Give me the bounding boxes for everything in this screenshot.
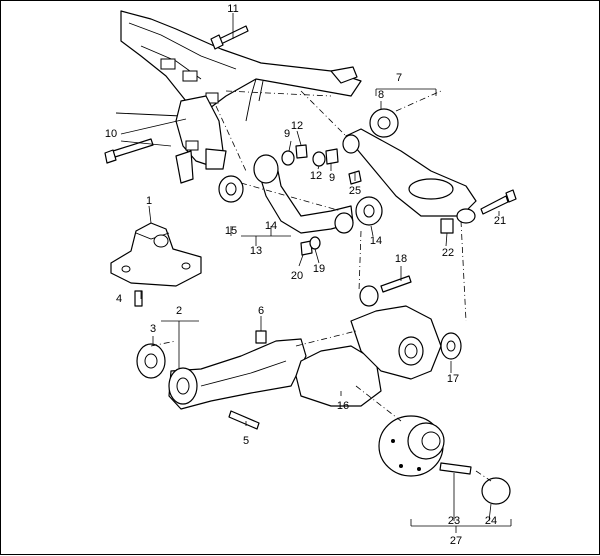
assembly-lines: [150, 90, 492, 482]
label-7: 7: [395, 72, 403, 84]
trailing-arm: [136, 338, 307, 410]
label-9a: 9: [283, 128, 291, 140]
label-2: 2: [175, 305, 183, 317]
bolt-5: [228, 410, 260, 430]
label-3: 3: [149, 323, 157, 335]
label-4: 4: [115, 293, 123, 305]
label-14b: 14: [369, 235, 383, 247]
label-16: 16: [336, 400, 350, 412]
bolt-4: [134, 290, 143, 307]
label-21: 21: [493, 215, 507, 227]
bolt-18: [380, 275, 412, 293]
label-13: 13: [249, 245, 263, 257]
label-10: 10: [104, 128, 118, 140]
label-24: 24: [484, 515, 498, 527]
label-1: 1: [145, 195, 153, 207]
leader-lines: [120, 13, 512, 533]
bolt-6: [255, 330, 267, 344]
label-22: 22: [441, 247, 455, 259]
label-12a: 12: [290, 120, 304, 132]
label-23: 23: [447, 515, 461, 527]
label-18: 18: [394, 253, 408, 265]
rubber-mount-1: [110, 222, 202, 287]
label-12b: 12: [309, 170, 323, 182]
bolt-10: [104, 138, 154, 164]
label-25: 25: [348, 185, 362, 197]
label-14a: 14: [264, 220, 278, 232]
rear-subframe: [115, 10, 362, 122]
label-15: 15: [224, 225, 238, 237]
label-9b: 9: [328, 172, 336, 184]
label-8: 8: [377, 89, 385, 101]
label-27: 27: [449, 535, 463, 547]
label-6: 6: [257, 305, 265, 317]
lower-control-arm: [342, 108, 477, 224]
wheel-carrier: [295, 285, 462, 407]
label-17: 17: [446, 373, 460, 385]
bolt-21: [480, 189, 517, 215]
upper-link-arm: [218, 154, 383, 234]
bolt-11: [210, 25, 249, 50]
subframe-bracket: [175, 95, 227, 184]
nut-22: [440, 218, 454, 234]
label-5: 5: [242, 435, 250, 447]
bolt-23: [439, 462, 472, 475]
cap-24: [481, 477, 511, 505]
label-20: 20: [290, 270, 304, 282]
label-19: 19: [312, 263, 326, 275]
wheel-hub: [378, 415, 445, 477]
label-1-11: 11: [227, 3, 239, 15]
